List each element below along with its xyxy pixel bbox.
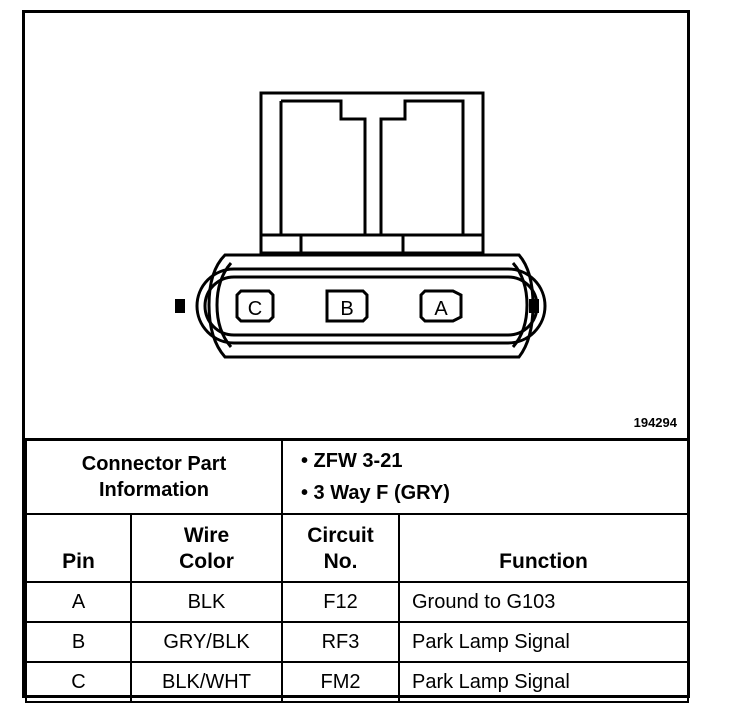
cell-circuit: RF3 <box>281 621 400 663</box>
connector-type: • 3 Way F (GRY) <box>301 482 450 504</box>
header-function: Function <box>398 513 689 583</box>
cell-circuit: FM2 <box>281 661 400 703</box>
part-info-label-line2: Information <box>99 479 209 501</box>
cell-pin: B <box>25 621 132 663</box>
connector-ears <box>175 299 539 313</box>
connector-illustration: C B A <box>175 91 547 359</box>
cell-circuit: F12 <box>281 581 400 623</box>
cell-function: Ground to G103 <box>398 581 689 623</box>
part-info-values: • ZFW 3-21 • 3 Way F (GRY) <box>281 438 689 515</box>
connector-info-table: Connector Part Information • ZFW 3-21 • … <box>25 438 689 703</box>
part-info-label: Connector Part Information <box>25 438 283 515</box>
connector-diagram: C B A 194294 <box>25 13 687 438</box>
pin-cavities <box>235 289 463 323</box>
cell-pin: C <box>25 661 132 703</box>
part-info-label-line1: Connector Part <box>81 453 227 475</box>
connector-body <box>195 253 547 359</box>
cell-function: Park Lamp Signal <box>398 661 689 703</box>
figure-id: 194294 <box>633 415 677 430</box>
table-row: C BLK/WHT FM2 Park Lamp Signal <box>25 661 689 703</box>
pin-label-c: C <box>248 298 262 320</box>
header-pin: Pin <box>25 513 132 583</box>
pin-label-a: A <box>434 298 448 320</box>
table-row: B GRY/BLK RF3 Park Lamp Signal <box>25 621 689 663</box>
diagram-frame: C B A 194294 Connector Part Information … <box>22 10 690 703</box>
part-info-row: Connector Part Information • ZFW 3-21 • … <box>25 438 689 515</box>
connector-latch <box>259 91 485 255</box>
cell-pin: A <box>25 581 132 623</box>
table-row: A BLK F12 Ground to G103 <box>25 581 689 623</box>
part-number: • ZFW 3-21 <box>301 450 403 472</box>
cell-function: Park Lamp Signal <box>398 621 689 663</box>
cell-wire: GRY/BLK <box>130 621 283 663</box>
cell-wire: BLK/WHT <box>130 661 283 703</box>
cell-wire: BLK <box>130 581 283 623</box>
pin-label-b: B <box>340 298 353 320</box>
